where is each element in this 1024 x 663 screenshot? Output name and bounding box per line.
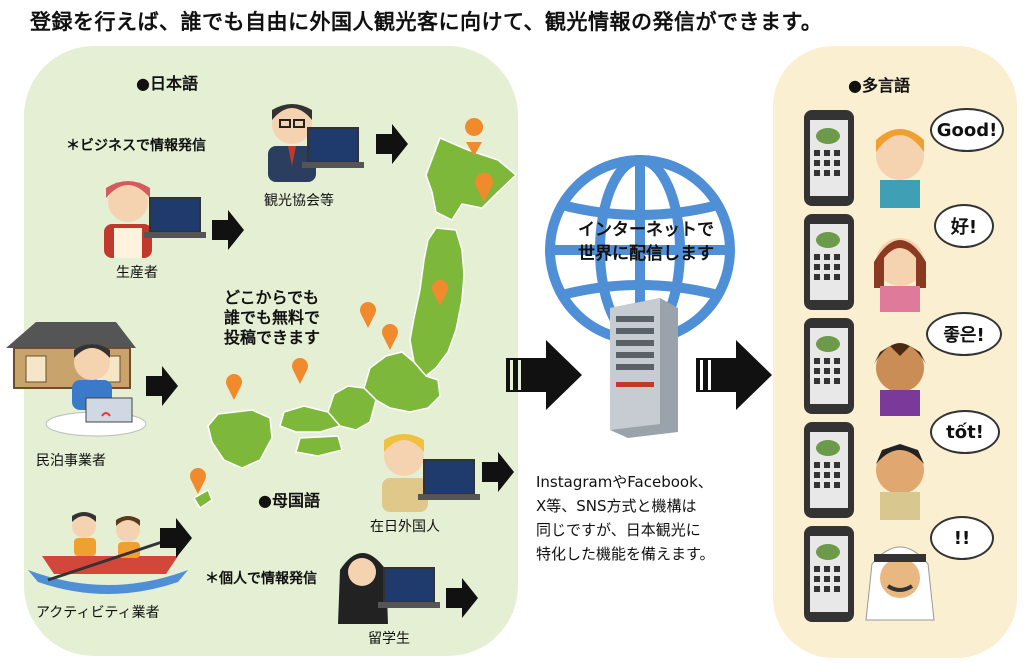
greeting-bubble-english: Good! [930, 108, 1004, 152]
map-pin-4 [360, 302, 376, 328]
native-language-header: ●母国語 [258, 491, 320, 510]
map-pin-5 [382, 324, 398, 350]
internet-line-2: 世界に配信します [578, 244, 714, 264]
map-pin-3 [432, 280, 448, 306]
greeting-bubble-arabic: !! [930, 516, 994, 560]
greeting-bubble-chinese: 好! [934, 204, 994, 248]
map-pin-6 [292, 358, 308, 384]
arrow-to-multilingual [696, 340, 772, 410]
map-hokkaido [425, 137, 518, 221]
foreign-resident-illustration [382, 434, 480, 512]
personal-note: ＊個人で情報発信 [205, 571, 317, 587]
student-illustration [338, 553, 440, 624]
description-line-1: InstagramやFacebook、 [536, 473, 713, 491]
viewer-row-1: Good! [800, 108, 1010, 208]
japanese-header: ●日本語 [136, 74, 198, 93]
arrow-to-server [506, 340, 582, 410]
foreign-resident-label: 在日外国人 [370, 519, 440, 535]
description-line-2: X等、SNS方式と機構は [536, 497, 697, 515]
anywhere-text: どこからでも 誰でも無料で 投稿できます [224, 288, 320, 348]
map-kyushu [207, 409, 273, 469]
arrow-tourism-association [376, 124, 408, 164]
description-line-3: 同じですが、日本観光に [536, 521, 701, 539]
smartphone-icon [804, 110, 924, 208]
minpaku-operator-illustration [6, 322, 147, 437]
viewer-row-3: 좋은! [800, 312, 1010, 416]
student-label: 留学生 [368, 631, 410, 647]
description-line-4: 特化した機能を備えます。 [536, 545, 715, 563]
viewer-row-4: tốt! [800, 410, 1010, 520]
arrow-student [446, 578, 478, 618]
internet-text: インターネットで 世界に配信します [552, 218, 740, 266]
minpaku-operator-label: 民泊事業者 [36, 453, 106, 469]
arrow-minpaku-operator [146, 366, 178, 406]
map-pin-7 [226, 374, 242, 400]
tourism-association-label: 観光協会等 [264, 193, 334, 209]
viewer-row-5: !! [800, 516, 1010, 634]
japan-map [190, 118, 518, 510]
viewer-row-2: 好! [800, 204, 1010, 312]
greeting-bubble-korean: 좋은! [926, 312, 1002, 356]
anywhere-line-3: 投稿できます [224, 328, 321, 347]
smartphone-icon [804, 318, 926, 416]
greeting-bubble-vietnamese: tốt! [930, 410, 1000, 454]
smartphone-icon [804, 214, 926, 312]
map-tohoku [409, 227, 465, 378]
page-title: 登録を行えば、誰でも自由に外国人観光客に向けて、観光情報の発信ができます。 [30, 10, 823, 34]
smartphone-icon [804, 526, 935, 622]
multilingual-header: ●多言語 [848, 76, 910, 95]
smartphone-icon [804, 422, 924, 520]
arrow-activity-operator [160, 518, 192, 558]
map-shikoku [295, 435, 343, 457]
anywhere-line-1: どこからでも [224, 288, 320, 307]
activity-operator-label: アクティビティ業者 [36, 605, 160, 621]
map-pin-8 [190, 468, 206, 494]
tourism-association-illustration [268, 104, 364, 182]
arrow-foreign-resident [482, 452, 514, 492]
anywhere-line-2: 誰でも無料で [224, 308, 321, 327]
map-pin-2 [475, 173, 493, 202]
map-chugoku [279, 405, 342, 433]
map-okinawa [192, 488, 213, 510]
business-note: ＊ビジネスで情報発信 [66, 138, 206, 154]
arrow-producer [212, 210, 244, 250]
platform-description: InstagramやFacebook、 X等、SNS方式と機構は 同じですが、日… [536, 470, 715, 566]
server-icon [610, 298, 678, 438]
producer-illustration [104, 181, 206, 258]
internet-line-1: インターネットで [578, 220, 714, 240]
activity-operator-illustration [28, 512, 188, 594]
map-pin-1 [465, 118, 484, 156]
producer-label: 生産者 [116, 265, 158, 281]
